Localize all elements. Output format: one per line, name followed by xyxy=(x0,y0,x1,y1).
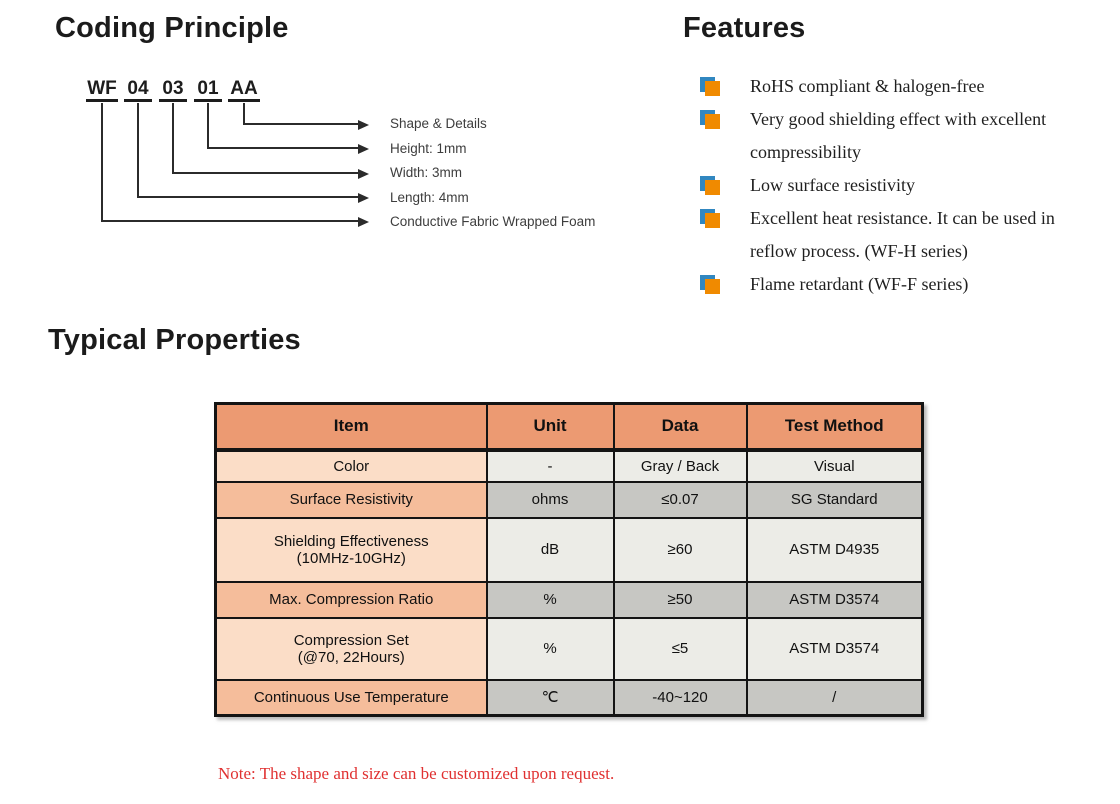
feature-item: RoHS compliant & halogen-free xyxy=(700,70,1095,103)
feature-text: Very good shielding effect with excellen… xyxy=(750,109,1047,162)
table-header-row: Item Unit Data Test Method xyxy=(214,402,924,452)
table-cell-data: ≤0.07 xyxy=(612,480,748,519)
code-segment: WF xyxy=(86,78,118,102)
note-text: Note: The shape and size can be customiz… xyxy=(218,764,615,783)
connector-line xyxy=(101,220,358,222)
table-cell-unit: - xyxy=(485,448,615,483)
table-cell-data: ≥60 xyxy=(612,516,748,583)
table-cell-unit: ohms xyxy=(485,480,615,519)
table-cell-test-method: ASTM D4935 xyxy=(745,516,924,583)
connector-line xyxy=(137,196,358,198)
connector-line xyxy=(101,103,103,222)
table-cell-test-method: ASTM D3574 xyxy=(745,616,924,681)
arrow-right-icon xyxy=(358,217,369,227)
table-cell-data: Gray / Back xyxy=(612,448,748,483)
table-cell-test-method: / xyxy=(745,678,924,717)
feature-item: Excellent heat resistance. It can be use… xyxy=(700,202,1095,268)
code-segment: 03 xyxy=(159,78,187,102)
connector-line xyxy=(172,172,358,174)
table-row: Max. Compression Ratio % ≥50 ASTM D3574 xyxy=(214,580,924,619)
code-segment: 01 xyxy=(194,78,222,102)
code-label-length: Length: 4mm xyxy=(390,190,469,205)
arrow-right-icon xyxy=(358,193,369,203)
code-segment: 04 xyxy=(124,78,152,102)
table-cell-unit: % xyxy=(485,616,615,681)
table-cell-unit: % xyxy=(485,580,615,619)
arrow-right-icon xyxy=(358,144,369,154)
arrow-right-icon xyxy=(358,169,369,179)
feature-text: Low surface resistivity xyxy=(750,175,915,195)
connector-line xyxy=(243,123,358,125)
code-label-height: Height: 1mm xyxy=(390,141,467,156)
table-row: Color - Gray / Back Visual xyxy=(214,448,924,483)
square-bullet-icon xyxy=(700,209,721,230)
features-list: RoHS compliant & halogen-free Very good … xyxy=(700,70,1100,301)
table-cell-item: Surface Resistivity xyxy=(214,480,488,519)
feature-text: Excellent heat resistance. It can be use… xyxy=(750,208,1055,261)
column-header-test-method: Test Method xyxy=(745,402,924,452)
feature-item: Flame retardant (WF-F series) xyxy=(700,268,1095,301)
coding-principle-heading: Coding Principle xyxy=(55,12,289,44)
feature-item: Very good shielding effect with excellen… xyxy=(700,103,1095,169)
code-label-shape: Shape & Details xyxy=(390,116,487,131)
table-cell-item: Color xyxy=(214,448,488,483)
square-bullet-icon xyxy=(700,77,721,98)
table-row: Compression Set (@70, 22Hours) % ≤5 ASTM… xyxy=(214,616,924,681)
table-cell-data: -40~120 xyxy=(612,678,748,717)
table-cell-data: ≤5 xyxy=(612,616,748,681)
column-header-data: Data xyxy=(612,402,748,452)
table-cell-item: Continuous Use Temperature xyxy=(214,678,488,717)
table-cell-item: Compression Set (@70, 22Hours) xyxy=(214,616,488,681)
table-cell-item: Shielding Effectiveness (10MHz-10GHz) xyxy=(214,516,488,583)
typical-properties-heading: Typical Properties xyxy=(48,324,301,356)
connector-line xyxy=(137,103,139,198)
table-cell-test-method: ASTM D3574 xyxy=(745,580,924,619)
feature-text: RoHS compliant & halogen-free xyxy=(750,76,985,96)
column-header-unit: Unit xyxy=(485,402,615,452)
table-cell-test-method: SG Standard xyxy=(745,480,924,519)
table-row: Surface Resistivity ohms ≤0.07 SG Standa… xyxy=(214,480,924,519)
properties-table: Item Unit Data Test Method Color - Gray … xyxy=(214,402,924,717)
connector-line xyxy=(207,147,358,149)
column-header-item: Item xyxy=(214,402,488,452)
code-label-material: Conductive Fabric Wrapped Foam xyxy=(390,214,596,229)
table-row: Continuous Use Temperature ℃ -40~120 / xyxy=(214,678,924,717)
table-cell-item: Max. Compression Ratio xyxy=(214,580,488,619)
square-bullet-icon xyxy=(700,176,721,197)
table-cell-unit: dB xyxy=(485,516,615,583)
table-cell-unit: ℃ xyxy=(485,678,615,717)
table-cell-data: ≥50 xyxy=(612,580,748,619)
features-heading: Features xyxy=(683,12,806,44)
code-segment: AA xyxy=(228,78,260,102)
feature-text: Flame retardant (WF-F series) xyxy=(750,274,969,294)
connector-line xyxy=(207,103,209,149)
connector-line xyxy=(243,103,245,125)
feature-item: Low surface resistivity xyxy=(700,169,1095,202)
code-label-width: Width: 3mm xyxy=(390,165,463,180)
table-cell-test-method: Visual xyxy=(745,448,924,483)
arrow-right-icon xyxy=(358,120,369,130)
table-row: Shielding Effectiveness (10MHz-10GHz) dB… xyxy=(214,516,924,583)
connector-line xyxy=(172,103,174,174)
square-bullet-icon xyxy=(700,275,721,296)
square-bullet-icon xyxy=(700,110,721,131)
